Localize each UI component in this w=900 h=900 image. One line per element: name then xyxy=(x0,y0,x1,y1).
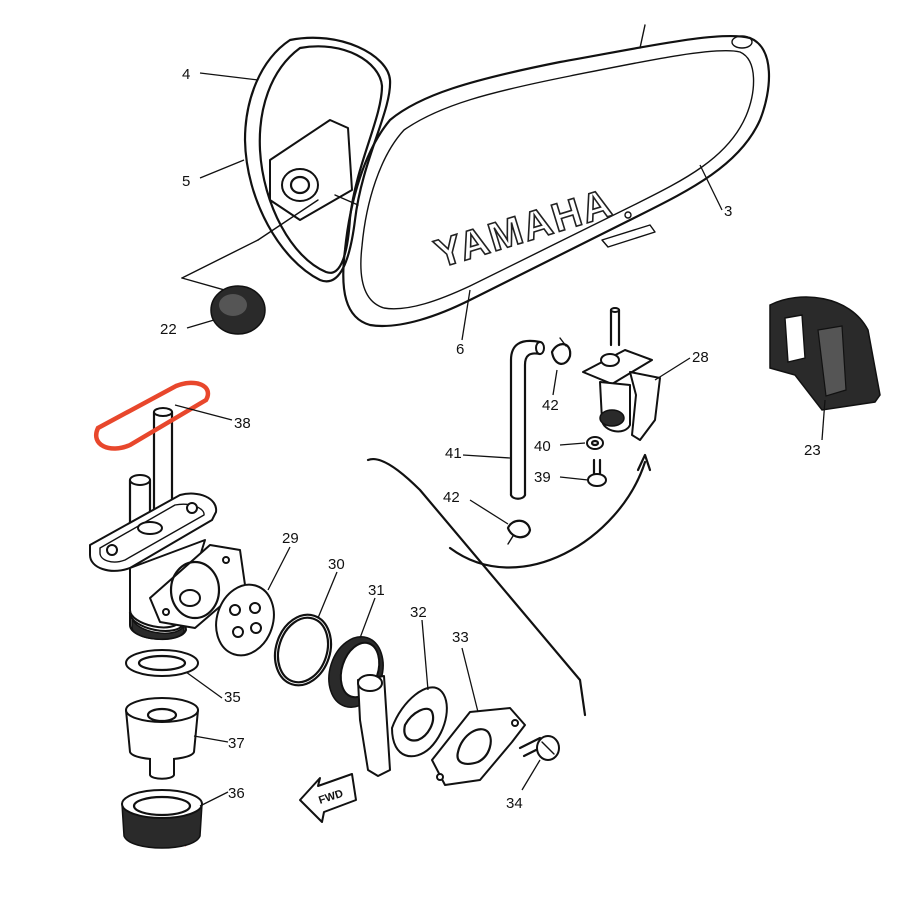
screw-39 xyxy=(587,458,607,487)
callout-28: 28 xyxy=(692,349,709,366)
retaining-plate xyxy=(431,707,526,786)
mounting-rubber xyxy=(769,296,881,411)
callout-39: 39 xyxy=(534,469,551,486)
callout-41: 41 xyxy=(445,445,462,462)
fuel-hose xyxy=(509,339,545,500)
callout-5: 5 xyxy=(182,173,190,190)
sediment-cup xyxy=(125,697,199,780)
callout-29: 29 xyxy=(282,530,299,547)
grommet xyxy=(210,285,266,335)
hose-clip-upper xyxy=(550,337,572,365)
callout-38: 38 xyxy=(234,415,251,432)
brand-lettering: YAMAHA xyxy=(430,181,619,277)
callout-23: 23 xyxy=(804,442,821,459)
valve-lever xyxy=(328,636,391,777)
callout-42-lower: 42 xyxy=(443,489,460,506)
callout-6: 6 xyxy=(456,341,464,358)
filter-disc xyxy=(215,583,275,657)
callout-22: 22 xyxy=(160,321,177,338)
callout-30: 30 xyxy=(328,556,345,573)
cup-nut xyxy=(121,789,203,849)
sediment-washer xyxy=(125,649,199,677)
callout-35: 35 xyxy=(224,689,241,706)
main-petcock-body xyxy=(89,407,246,641)
callout-4: 4 xyxy=(182,66,190,83)
section-bracket xyxy=(366,457,587,717)
installation-arrow xyxy=(448,453,652,569)
side-cover xyxy=(243,36,392,283)
callout-34: 34 xyxy=(506,795,523,812)
callout-42-upper: 42 xyxy=(542,397,559,414)
callout-40: 40 xyxy=(534,438,551,455)
callout-3: 3 xyxy=(724,203,732,220)
screw-34 xyxy=(518,735,560,761)
lever-gasket xyxy=(391,686,448,758)
fuel-petcock-assembly xyxy=(582,307,661,441)
forward-arrow: FWD xyxy=(299,773,357,823)
callout-labels: 4 5 3 22 6 28 23 38 42 40 41 39 42 29 30… xyxy=(160,66,826,812)
washer-40 xyxy=(586,436,604,450)
hose-clip-lower xyxy=(506,519,532,545)
callout-37: 37 xyxy=(228,735,245,752)
callout-31: 31 xyxy=(368,582,385,599)
callout-33: 33 xyxy=(452,629,469,646)
callout-32: 32 xyxy=(410,604,427,621)
callout-36: 36 xyxy=(228,785,245,802)
o-ring xyxy=(273,613,333,687)
